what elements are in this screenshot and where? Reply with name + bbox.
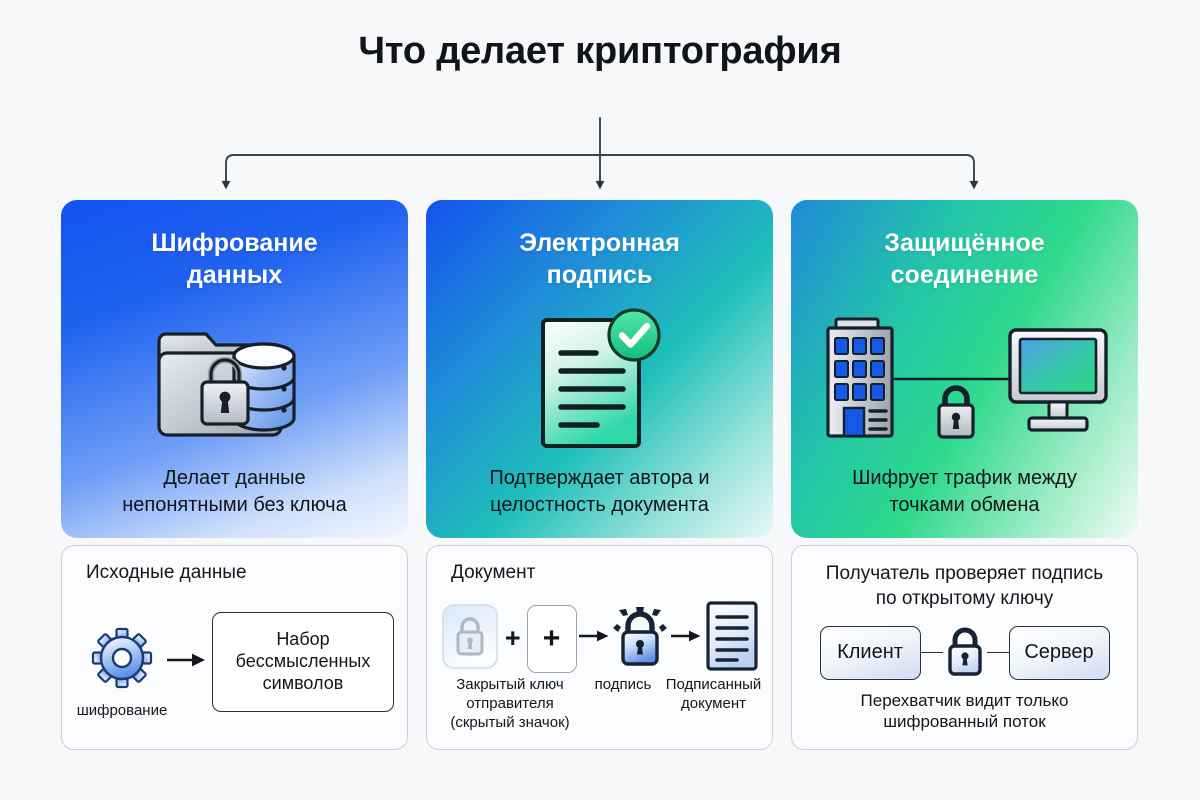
arrow-right-icon-2 [671,629,701,648]
card-digital-signature-caption-line2: целостность документа [490,493,709,516]
card-secure-connection-title-line2: соединение [890,260,1039,289]
card-secure-connection-caption: Шифрует трафик между точками обмена [791,465,1138,518]
panel-encryption-heading: Исходные данные [86,562,247,583]
server-node[interactable]: Сервер [1008,625,1110,680]
gear-label: шифрование [76,702,168,720]
panel-encryption-flow: Исходные данные [61,545,408,750]
signature-flow-labels: Закрытый ключ отправителя (скрытый значо… [435,676,766,732]
card-digital-signature-title-line1: Электронная [519,229,680,257]
panel-secure-channel-heading-line2: по открытому ключу [875,587,1054,609]
gear-icon [91,627,153,694]
signature-label: подпись [594,676,652,693]
card-secure-connection[interactable]: Защищённое соединение [791,200,1138,538]
card-encryption-title-line2: данных [186,260,283,289]
card-encryption-caption-line2: непонятными без ключа [122,493,347,516]
cipher-output-line3: символов [262,672,344,693]
card-encryption-title: Шифрование данных [61,228,408,291]
cipher-output-line2: бессмысленных [235,651,371,672]
signed-document-label-line2: документ [681,694,746,712]
encryption-flow-row: шифрование Набор бессмысленных символов [77,612,394,736]
cipher-output-box: Набор бессмысленных символов [212,612,394,712]
client-node[interactable]: Клиент [819,625,921,680]
card-secure-connection-title: Защищённое соединение [791,228,1138,291]
channel-wire-right [986,651,1009,654]
card-encryption[interactable]: Шифрование данных [61,200,408,538]
branching-arrow-connector [221,117,979,190]
card-digital-signature-title-line2: подпись [546,260,653,289]
arrow-right-icon [166,652,206,673]
interceptor-note-line1: Перехватчик видит только [860,690,1069,710]
panel-signature-flow: Документ [426,545,773,750]
signed-document-label: Подписанный документ [661,676,766,732]
card-encryption-title-line1: Шифрование [151,229,318,257]
private-key-label-line2: отправителя [466,694,554,712]
document-icon [704,600,760,677]
card-digital-signature-title: Электронная подпись [426,228,773,291]
detail-panel-row: Исходные данные [61,545,1139,750]
panel-secure-channel-heading-line1: Получатель проверяет подпись [825,563,1104,584]
plus-symbol: + [504,623,521,653]
feature-card-row: Шифрование данных [61,200,1139,538]
channel-wire-left [920,651,943,654]
interceptor-note-line2: шифрованный поток [883,712,1046,732]
card-digital-signature[interactable]: Электронная подпись [426,200,773,538]
interceptor-note: Перехватчик видит только шифрованный пот… [792,690,1137,734]
arrow-right-icon-1 [579,629,609,648]
padlock-icon [943,622,987,683]
card-secure-connection-caption-line2: точками обмена [889,493,1040,516]
secure-channel-row: Клиент [792,622,1137,683]
cipher-output-line1: Набор [276,629,330,650]
plus-box-icon: + [526,604,577,673]
page-title: Что делает криптография [358,30,842,72]
panel-secure-channel-flow: Получатель проверяет подпись по открытом… [791,545,1138,750]
folder-lock-database-icon [61,304,408,456]
private-key-label-line1: Закрытый ключ [456,676,564,693]
card-encryption-caption-line1: Делает данные [163,467,306,490]
card-digital-signature-caption-line1: Подтверждает автора и [489,467,710,490]
card-encryption-caption: Делает данные непонятными без ключа [61,465,408,518]
card-secure-connection-caption-line1: Шифрует трафик между [852,467,1077,490]
panel-signature-heading: Документ [451,562,536,583]
panel-secure-channel-heading: Получатель проверяет подпись по открытом… [792,562,1137,611]
card-secure-connection-title-line1: Защищённое [884,229,1045,257]
signature-flow-row: + + [441,600,760,677]
lock-gear-icon [612,603,668,674]
signed-document-label-line1: Подписанный [665,676,762,693]
private-key-label-line3: (скрытый значок) [450,713,570,731]
private-key-label: Закрытый ключ отправителя (скрытый значо… [435,676,585,732]
card-digital-signature-caption: Подтверждает автора и целостность докуме… [426,465,773,518]
building-lock-monitor-icon [791,304,1138,456]
padlock-tile-icon [441,601,499,676]
document-check-icon [426,304,773,456]
